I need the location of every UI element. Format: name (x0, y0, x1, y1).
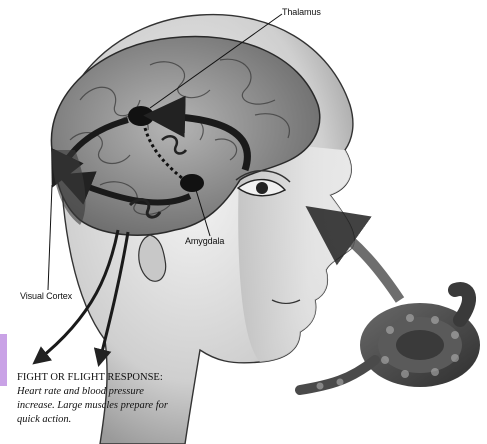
response-line-1: Heart rate and blood pressure (17, 386, 144, 397)
snake-image (300, 289, 480, 390)
response-line-2: increase. Large muscles prepare for (17, 400, 168, 411)
response-line-3: quick action. (17, 414, 71, 425)
thalamus-node (128, 106, 154, 126)
thalamus-label: Thalamus (282, 7, 321, 17)
face-highlight (238, 146, 354, 362)
visual-cortex-leader (48, 185, 52, 290)
amygdala-label: Amygdala (185, 236, 224, 246)
visual-cortex-label: Visual Cortex (20, 291, 72, 301)
amygdala-node (180, 174, 204, 192)
response-title: FIGHT OR FLIGHT RESPONSE: (17, 372, 163, 383)
